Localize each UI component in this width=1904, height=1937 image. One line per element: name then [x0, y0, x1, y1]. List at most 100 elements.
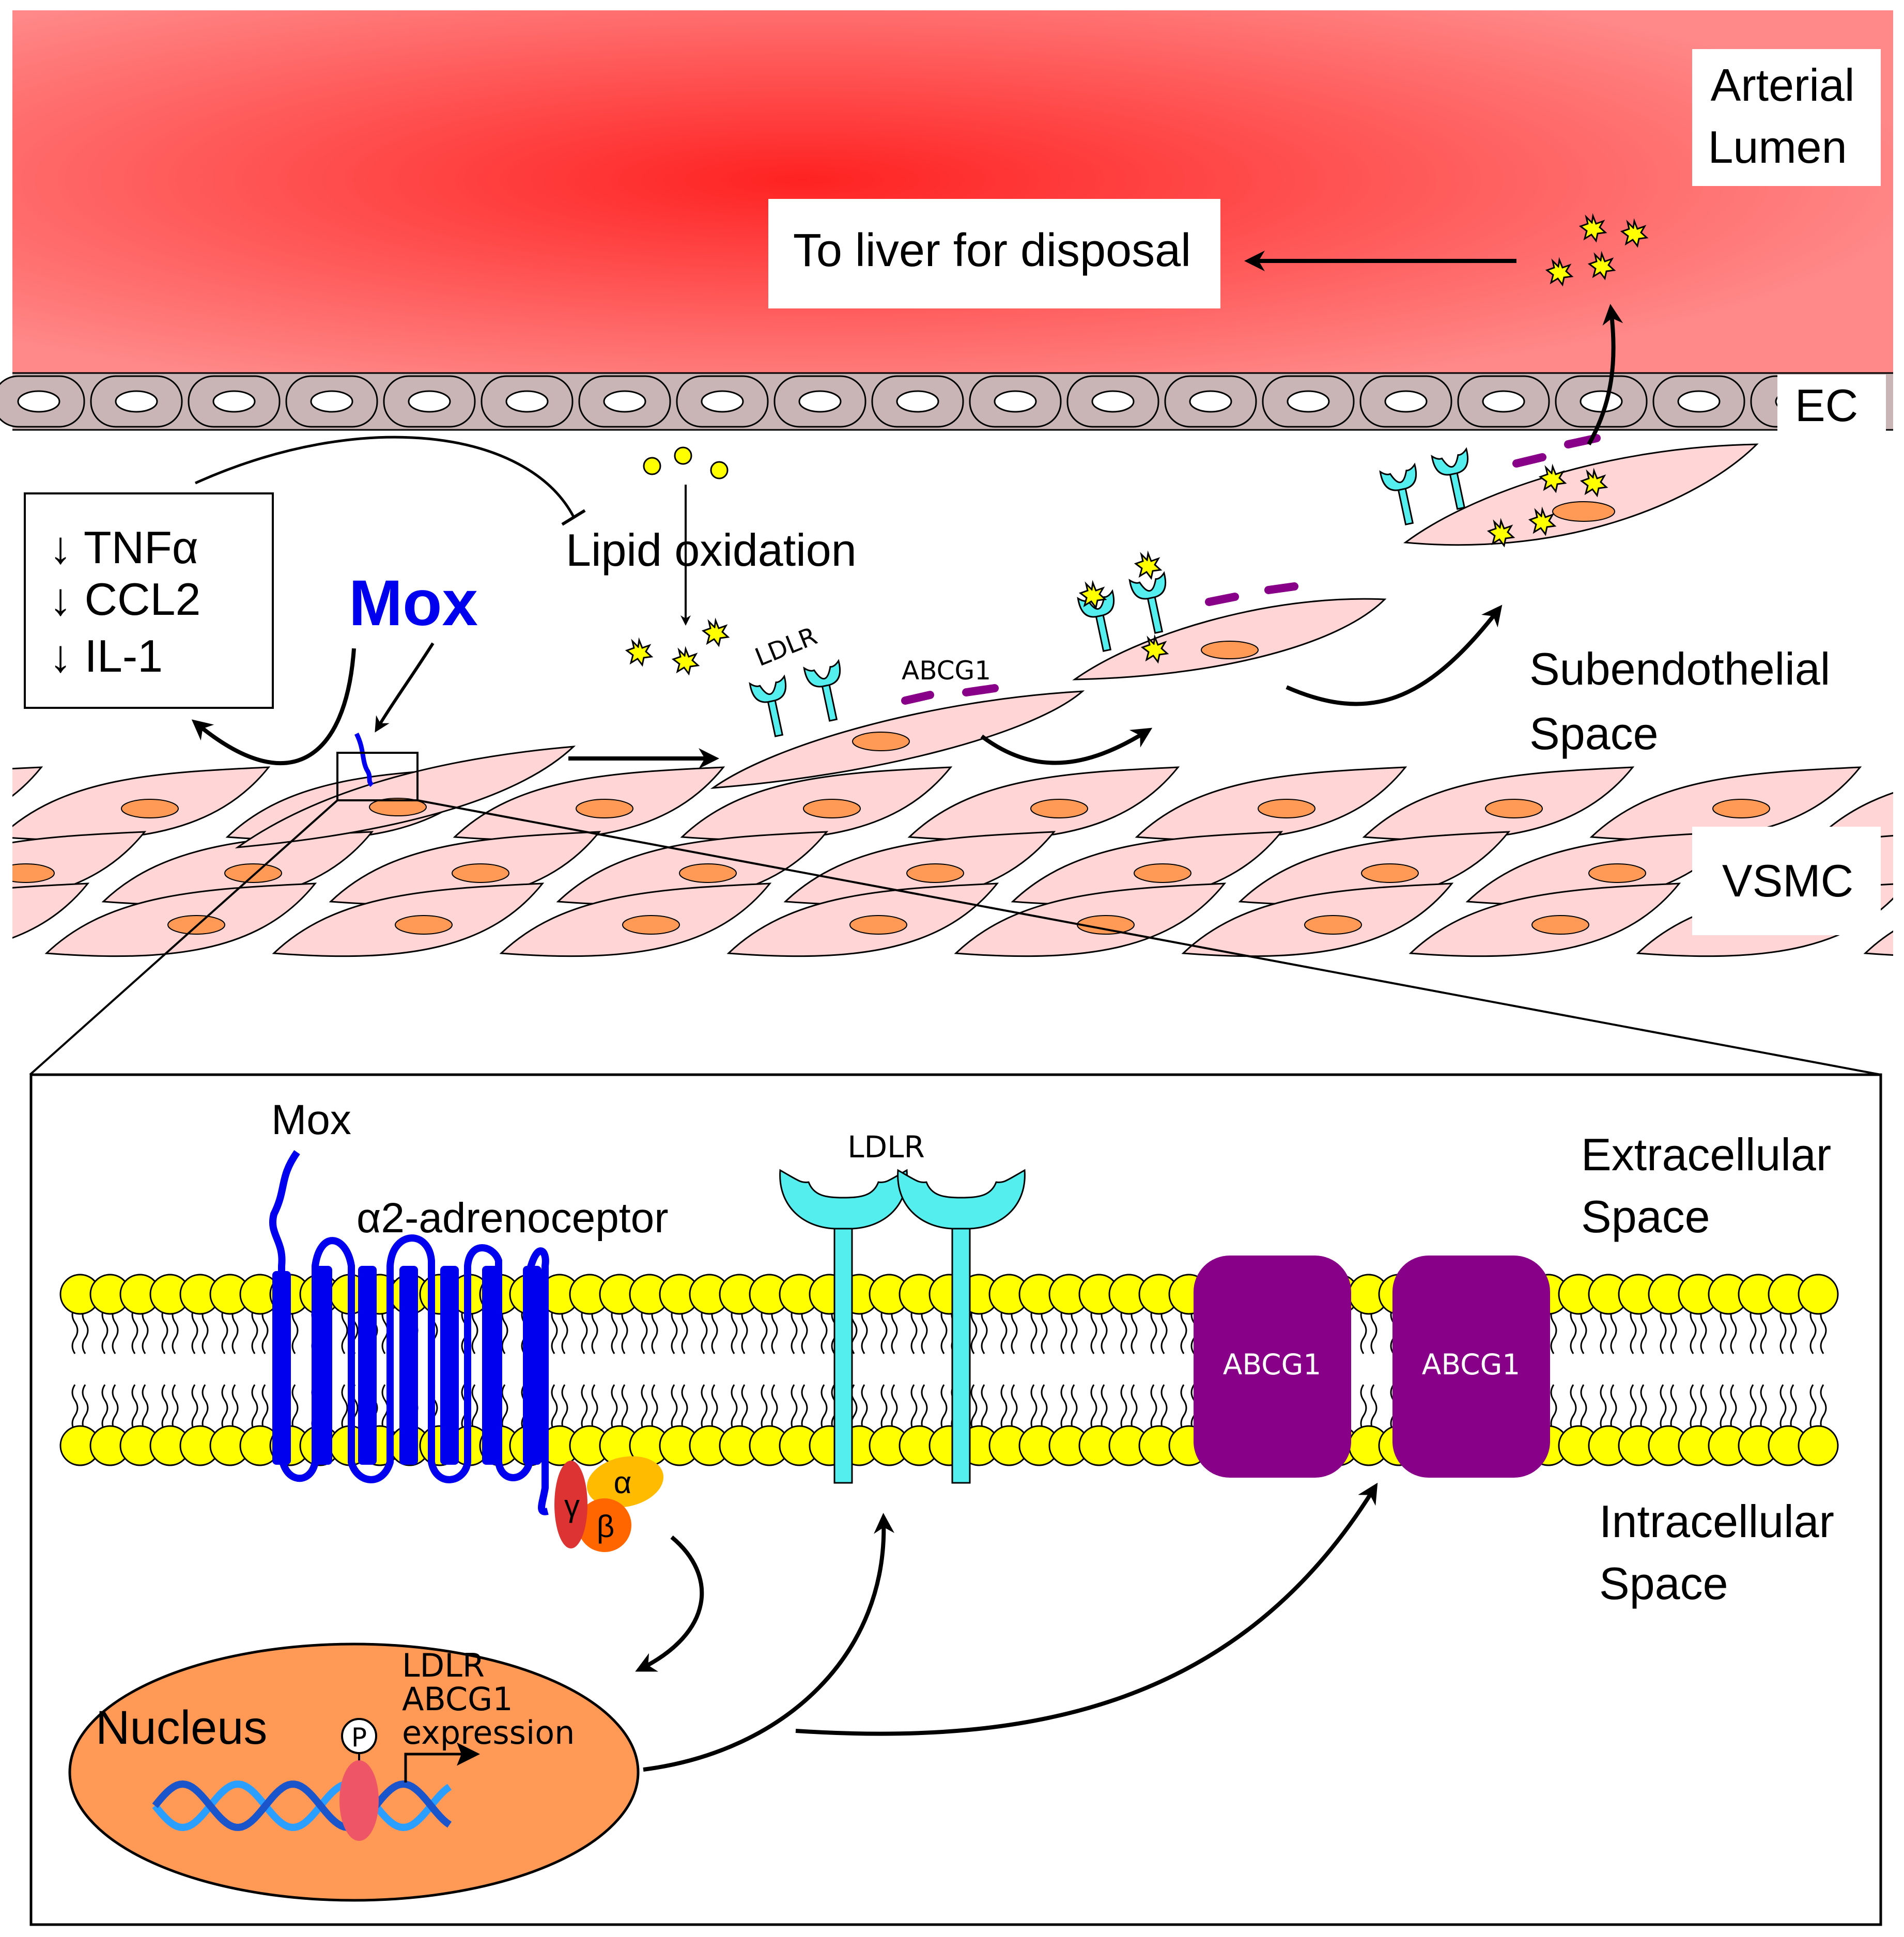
lipid-tail — [471, 1384, 478, 1432]
lipid-tail — [191, 1307, 198, 1354]
endothelial-nucleus — [798, 390, 842, 413]
lipid-tail — [1160, 1384, 1168, 1432]
lipid-tail — [1180, 1307, 1187, 1354]
lipid-tail — [1610, 1307, 1617, 1354]
lipid-tail — [1120, 1384, 1127, 1432]
lipid-tail — [1030, 1307, 1038, 1354]
nucleus-label: Nucleus — [96, 1701, 267, 1754]
lipid-tail — [202, 1307, 209, 1354]
phospholipid-head — [1798, 1274, 1839, 1315]
lipid-tail — [1640, 1307, 1647, 1354]
lipid-tail — [861, 1384, 868, 1432]
lipid-tail — [112, 1307, 119, 1354]
lipid-tail — [1090, 1307, 1097, 1354]
lipid-tail — [1600, 1384, 1607, 1432]
lipid-tail — [581, 1384, 588, 1432]
vsmc-nucleus — [1588, 863, 1646, 883]
lipid-tail — [1580, 1307, 1587, 1354]
mox-arrow-to-cytokines — [191, 648, 356, 766]
vsmc-nucleus — [849, 915, 907, 935]
endothelial-nucleus — [408, 390, 451, 413]
lipid-tail — [891, 1307, 898, 1354]
vsmc-nucleus — [803, 799, 861, 818]
lipid-tail — [131, 1384, 138, 1432]
lipid-tail — [1730, 1384, 1737, 1432]
intracellular-label-1: Intracellular — [1599, 1496, 1834, 1547]
lipid-tail — [1690, 1384, 1697, 1432]
ec-box — [1777, 375, 1886, 447]
lipid-tail — [1640, 1384, 1647, 1432]
lipid-tail — [561, 1307, 568, 1354]
lipid-tail — [761, 1307, 768, 1354]
arterial-lumen-label-1: Arterial — [1711, 59, 1855, 111]
efflux-arrow — [1587, 304, 1623, 445]
lipid-tail — [621, 1384, 628, 1432]
g-alpha: α — [614, 1465, 632, 1500]
ldlr-small-label: LDLR — [751, 622, 822, 672]
vsmc-nucleus — [679, 863, 737, 883]
lipid-tail — [1730, 1307, 1737, 1354]
vsmc-nucleus — [1485, 799, 1543, 818]
lipid-tail — [1160, 1307, 1168, 1354]
lipid-tail — [82, 1307, 89, 1354]
lipid-tail — [1180, 1384, 1187, 1432]
lipid-tail — [1690, 1307, 1697, 1354]
lipid-tail — [561, 1384, 568, 1432]
cytokine-ccl2: ↓ CCL2 — [49, 574, 200, 625]
arterial-lumen-label-2: Lumen — [1708, 121, 1847, 173]
endothelial-nucleus — [1384, 390, 1428, 413]
vsmc-nucleus — [224, 863, 282, 883]
lipid-tail — [791, 1384, 798, 1432]
expression-line-2: ABCG1 — [402, 1680, 513, 1718]
endothelial-nucleus — [603, 390, 646, 413]
lipid-tail — [1131, 1384, 1138, 1432]
lipid-tail — [1809, 1307, 1817, 1354]
lipid-oxidation-label: Lipid oxidation — [566, 524, 857, 576]
lipid-tail — [82, 1384, 89, 1432]
vsmc-cell — [0, 831, 147, 903]
lipid-tail — [191, 1384, 198, 1432]
expression-line-1: LDLR — [402, 1647, 485, 1684]
lipid-tail — [741, 1307, 748, 1354]
lipid-tail — [1550, 1384, 1557, 1432]
lipid-tail — [681, 1307, 688, 1354]
nucleus-to-ldlr-arrow — [643, 1513, 895, 1772]
extracellular-label-2: Space — [1581, 1191, 1710, 1242]
lipid-tail — [161, 1384, 168, 1432]
lipid-tail — [112, 1384, 119, 1432]
ldlr-label: LDLR — [847, 1129, 925, 1165]
vsmc-nucleus — [1304, 915, 1362, 935]
lipid-tail — [880, 1307, 888, 1354]
abcg1-transporter — [1392, 1256, 1550, 1478]
lipid-tail — [1370, 1384, 1377, 1432]
lipid-tail — [701, 1307, 708, 1354]
subendothelial-label-1: Subendothelial — [1529, 643, 1830, 694]
cytokine-box — [24, 492, 274, 709]
lipid-tail — [221, 1307, 228, 1354]
alpha2-adrenoceptor — [269, 1150, 549, 1515]
vsmc-nucleus — [576, 799, 633, 818]
lipid-tail — [142, 1384, 149, 1432]
endothelial-nucleus — [994, 390, 1037, 413]
lipid-tail — [940, 1384, 948, 1432]
lipid-tail — [1360, 1307, 1367, 1354]
ec-label: EC — [1795, 380, 1858, 431]
lipid-tail — [1150, 1307, 1157, 1354]
lipid-tail — [1760, 1384, 1767, 1432]
vsmc-nucleus — [1531, 915, 1589, 935]
vsmc-layer — [0, 746, 1904, 983]
endothelial-nucleus — [1482, 390, 1525, 413]
lipid-tail — [771, 1307, 778, 1354]
lipid-tail — [172, 1307, 179, 1354]
dna-strand — [152, 1780, 452, 1831]
vsmc-nucleus — [1361, 863, 1419, 883]
endothelial-nucleus — [1677, 390, 1721, 413]
lipid-tail — [1030, 1384, 1038, 1432]
lipid-tail — [581, 1307, 588, 1354]
intracellular-label-2: Space — [1599, 1558, 1728, 1609]
lipid-tail — [1700, 1384, 1707, 1432]
lipid-tail — [981, 1307, 988, 1354]
inhibition-bar — [561, 509, 586, 526]
lipid-tail — [1660, 1307, 1667, 1354]
endothelial-nucleus — [310, 390, 353, 413]
